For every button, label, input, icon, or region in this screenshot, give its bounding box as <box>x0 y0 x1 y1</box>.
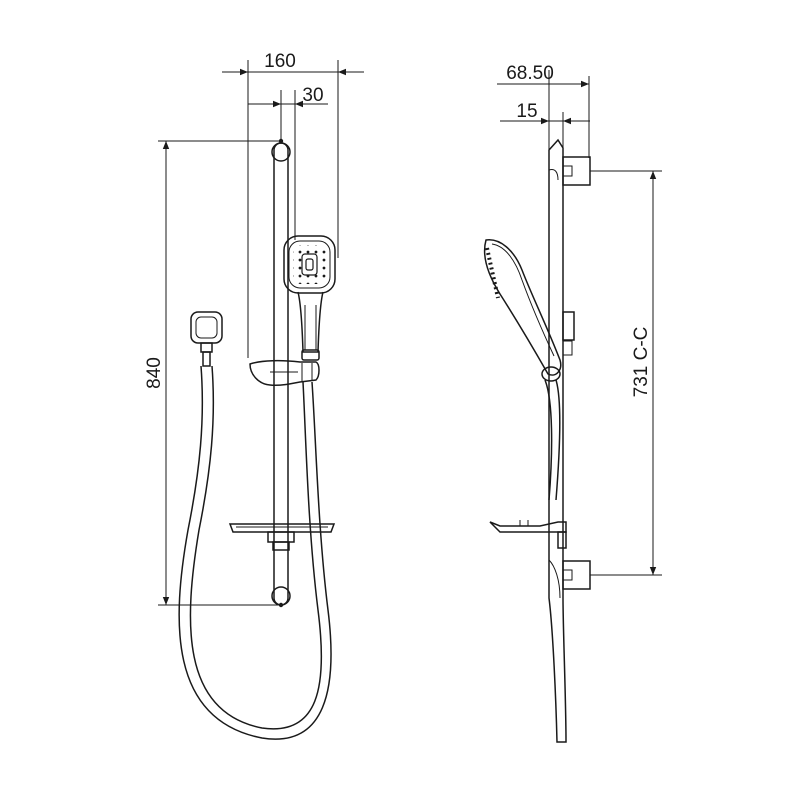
upper-bracket <box>562 156 598 186</box>
front-view: 160 30 840 <box>144 51 364 740</box>
soap-dish-side <box>489 520 567 549</box>
dimension-depth-label: 68.50 <box>506 63 554 84</box>
slide-rail <box>271 138 291 608</box>
dimension-width: 160 <box>222 51 364 358</box>
hand-shower-side <box>483 239 562 501</box>
soap-dish <box>228 523 336 551</box>
dimension-centres-label: 731 C-C <box>631 327 652 398</box>
side-slider <box>562 311 575 356</box>
side-view: 68.50 15 731 C-C <box>483 63 662 743</box>
dimension-offset: 30 <box>248 85 328 240</box>
hand-shower <box>283 235 336 361</box>
wall-outlet <box>190 311 223 367</box>
lower-bracket <box>562 560 598 590</box>
dimension-offset-label: 30 <box>302 85 323 106</box>
dimension-rail-offset-label: 15 <box>516 101 537 122</box>
dimension-height-label: 840 <box>144 357 165 389</box>
dimension-height: 840 <box>144 140 281 606</box>
dimension-rail-offset: 15 <box>500 101 590 158</box>
rail-profile <box>548 138 567 743</box>
shower-hose <box>178 365 332 740</box>
dimension-width-label: 160 <box>264 51 296 72</box>
dimension-depth: 68.50 <box>497 63 590 158</box>
slider-bracket <box>249 359 320 386</box>
dimension-centres: 731 C-C <box>592 170 662 576</box>
